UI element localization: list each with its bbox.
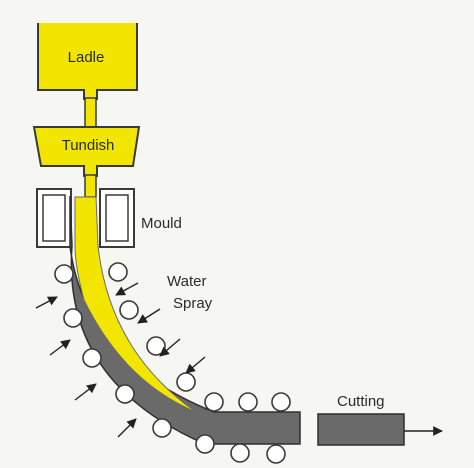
- water-spray-label-line1: Water: [167, 273, 206, 290]
- roller: [230, 443, 250, 463]
- roller: [271, 392, 291, 412]
- roller: [115, 384, 135, 404]
- roller: [152, 418, 172, 438]
- mould-right-wall: [99, 188, 135, 248]
- roller: [195, 434, 215, 454]
- spray-arrow: [35, 296, 58, 309]
- ladle-label: Ladle: [68, 49, 105, 66]
- roller: [266, 444, 286, 464]
- liquid-core: [74, 196, 197, 413]
- tundish-pour-stream: [84, 174, 97, 198]
- cut-section: [317, 413, 405, 446]
- roller: [176, 372, 196, 392]
- mould-label: Mould: [141, 215, 182, 232]
- spray-arrow: [74, 383, 97, 401]
- roller: [108, 262, 128, 282]
- roller: [146, 336, 166, 356]
- mould-right-wall-inner: [105, 194, 129, 242]
- mould-left-wall: [36, 188, 72, 248]
- spray-arrow: [49, 339, 71, 356]
- roller: [119, 300, 139, 320]
- support-rollers: [54, 262, 291, 464]
- spray-arrow: [137, 308, 161, 324]
- roller: [238, 392, 258, 412]
- roller: [54, 264, 74, 284]
- spray-arrow: [159, 338, 181, 357]
- water-spray-arrows: [35, 282, 206, 438]
- mould-left-wall-inner: [42, 194, 66, 242]
- roller: [82, 348, 102, 368]
- spray-arrow: [185, 356, 206, 374]
- tundish-label: Tundish: [62, 137, 115, 154]
- spray-arrow: [115, 282, 139, 296]
- tundish: [32, 126, 141, 177]
- ladle-pour-stream: [84, 97, 97, 129]
- roller: [204, 392, 224, 412]
- roller: [63, 308, 83, 328]
- cutting-label: Cutting: [337, 393, 385, 410]
- water-spray-label-line2: Spray: [173, 295, 213, 312]
- spray-arrow: [117, 418, 137, 438]
